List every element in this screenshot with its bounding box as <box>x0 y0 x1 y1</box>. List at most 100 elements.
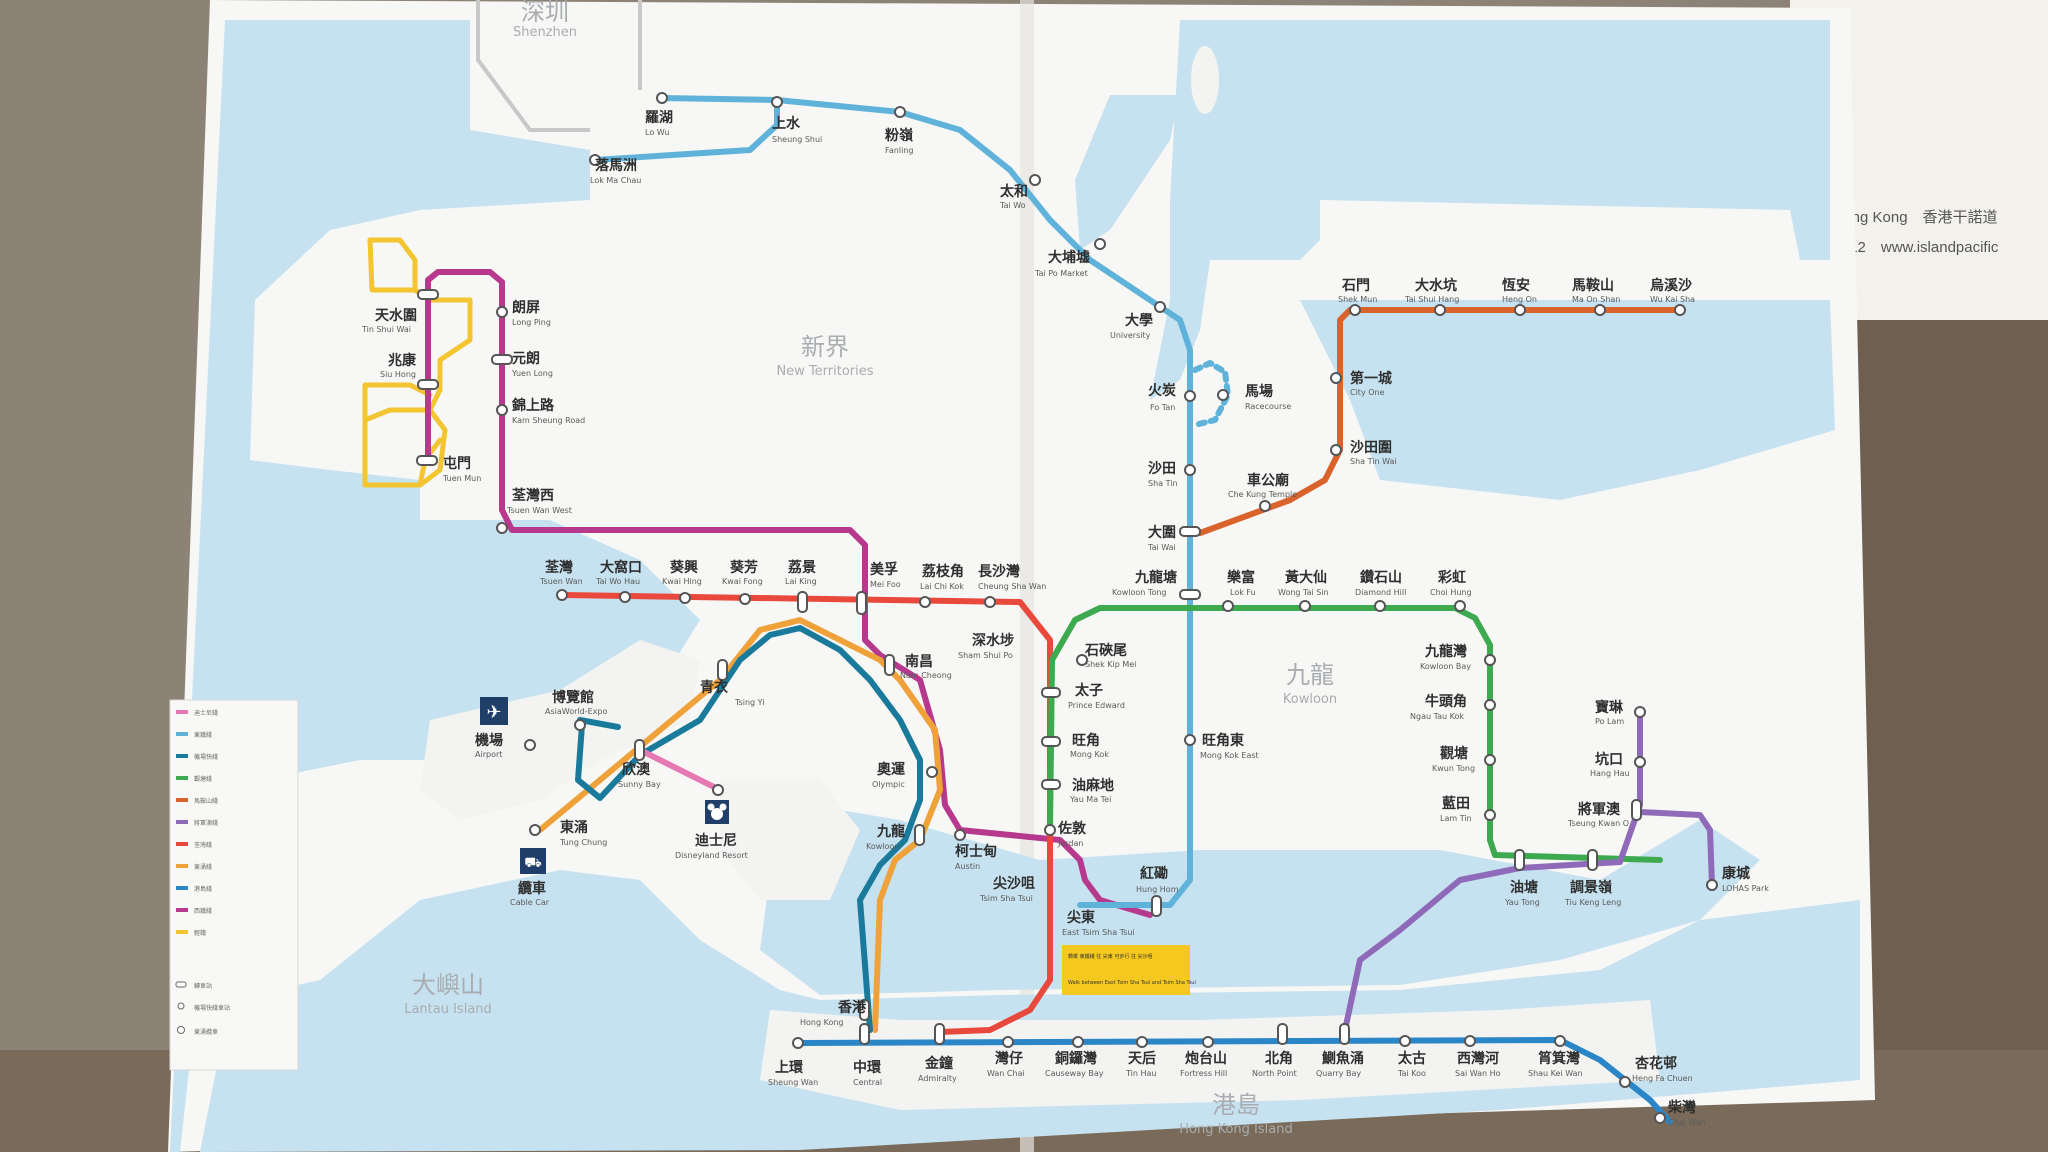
svg-text:天后: 天后 <box>1128 1050 1156 1067</box>
line-tsuen-wan <box>559 592 1053 1035</box>
svg-text:觀塘: 觀塘 <box>1440 745 1468 762</box>
svg-text:粉嶺: 粉嶺 <box>885 127 914 144</box>
svg-text:大水坑: 大水坑 <box>1415 277 1457 294</box>
svg-text:石硤尾: 石硤尾 <box>1084 643 1127 659</box>
region-new-territories: 新界 New Territories <box>776 333 873 379</box>
legend-item: 機場快綫 <box>176 753 218 761</box>
svg-text:Kwai Fong: Kwai Fong <box>722 577 763 586</box>
svg-text:旺角東: 旺角東 <box>1202 732 1244 749</box>
svg-text:柯士甸: 柯士甸 <box>955 843 997 860</box>
svg-text:Hang Hau: Hang Hau <box>1590 769 1630 778</box>
legend-item: 荃灣綫 <box>176 841 212 849</box>
svg-text:LOHAS Park: LOHAS Park <box>1722 884 1769 893</box>
svg-text:筲箕灣: 筲箕灣 <box>1538 1050 1580 1067</box>
svg-text:南昌: 南昌 <box>905 653 933 670</box>
svg-text:Tung Chung: Tung Chung <box>559 838 607 847</box>
svg-text:太和: 太和 <box>1000 183 1028 200</box>
walking-note: 轉乘 東鐵綫 往 尖東 可步行 往 尖沙咀 Walk between East … <box>1062 945 1196 995</box>
svg-text:上水: 上水 <box>772 115 801 132</box>
line-kwun-tong <box>1047 605 1663 863</box>
svg-text:纜車: 纜車 <box>518 880 546 897</box>
svg-text:Siu Hong: Siu Hong <box>380 370 416 379</box>
svg-text:九龍: 九龍 <box>1286 661 1334 689</box>
svg-text:East Tsim Sha Tsui: East Tsim Sha Tsui <box>1062 928 1135 937</box>
svg-text:Austin: Austin <box>955 862 980 871</box>
svg-text:朗屏: 朗屏 <box>512 299 540 316</box>
legend-label: 輕鐵 <box>194 929 206 937</box>
svg-text:深圳: 深圳 <box>521 0 569 26</box>
svg-text:Prince Edward: Prince Edward <box>1068 701 1125 710</box>
svg-text:Wong Tai Sin: Wong Tai Sin <box>1278 588 1329 597</box>
svg-text:Quarry Bay: Quarry Bay <box>1316 1069 1361 1078</box>
svg-text:九龍: 九龍 <box>876 823 905 840</box>
svg-text:博覽館: 博覽館 <box>552 689 594 706</box>
station-kowloon: 九龍 Kowloon <box>866 823 905 851</box>
svg-text:Causeway Bay: Causeway Bay <box>1045 1069 1104 1078</box>
svg-text:Tsuen Wan West: Tsuen Wan West <box>506 506 572 515</box>
legend-label: 機場快綫 <box>194 753 218 761</box>
svg-text:荃灣: 荃灣 <box>545 559 573 576</box>
svg-text:Mong Kok: Mong Kok <box>1070 750 1109 759</box>
legend-label: 西鐵綫 <box>194 907 212 915</box>
line-west-rail <box>425 269 1153 918</box>
svg-text:Kowloon: Kowloon <box>866 842 899 851</box>
svg-text:Kowloon: Kowloon <box>1283 692 1337 707</box>
region-shenzhen: 深圳 Shenzhen <box>513 0 577 40</box>
svg-text:牛頭角: 牛頭角 <box>1425 693 1467 710</box>
svg-text:馬場: 馬場 <box>1245 383 1273 400</box>
svg-text:Che Kung Temple: Che Kung Temple <box>1228 490 1297 499</box>
svg-text:Jordan: Jordan <box>1057 839 1083 848</box>
svg-text:轉車站: 轉車站 <box>194 982 212 990</box>
svg-text:沙田圍: 沙田圍 <box>1350 440 1392 456</box>
svg-text:Tsim Sha Tsui: Tsim Sha Tsui <box>979 894 1033 903</box>
svg-text:葵芳: 葵芳 <box>729 559 758 576</box>
svg-text:New Territories: New Territories <box>776 364 873 379</box>
line-light-rail <box>362 237 473 488</box>
legend-item: 輕鐵 <box>176 929 206 937</box>
shenzhen-connector <box>476 0 642 132</box>
mickey-icon <box>711 808 723 820</box>
svg-text:Walk between East Tsim Sha Tsu: Walk between East Tsim Sha Tsui and Tsim… <box>1068 980 1196 986</box>
legend-item: 東涌綫 <box>176 863 212 871</box>
svg-text:大圍: 大圍 <box>1148 524 1176 541</box>
svg-text:Shenzhen: Shenzhen <box>513 25 577 40</box>
legend-label: 將軍澳綫 <box>194 819 218 827</box>
svg-text:轉乘 東鐵綫 往 尖東 可步行 往 尖沙咀: 轉乘 東鐵綫 往 尖東 可步行 往 尖沙咀 <box>1068 953 1153 960</box>
svg-text:迪士尼: 迪士尼 <box>695 832 737 849</box>
svg-text:大學: 大學 <box>1125 312 1153 329</box>
svg-text:Sheung Shui: Sheung Shui <box>772 135 822 144</box>
svg-text:Kam Sheung Road: Kam Sheung Road <box>512 416 585 425</box>
svg-text:樂富: 樂富 <box>1226 569 1255 586</box>
svg-text:九龍灣: 九龍灣 <box>1424 643 1467 660</box>
svg-text:金鐘: 金鐘 <box>924 1055 953 1072</box>
legend-item: 港島綫 <box>176 885 212 893</box>
svg-text:Heng On: Heng On <box>1502 295 1537 304</box>
svg-text:Kwai Hing: Kwai Hing <box>662 577 702 586</box>
svg-text:坑口: 坑口 <box>1595 751 1623 768</box>
